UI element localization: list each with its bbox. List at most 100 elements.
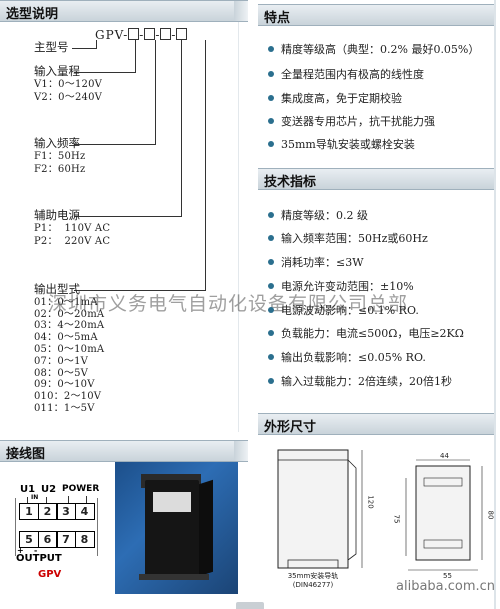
front-view-slot	[423, 477, 463, 487]
device-side	[199, 479, 213, 577]
right-edge	[494, 0, 496, 609]
front-view-slot	[423, 539, 463, 549]
output-type-group: 输出型式 01：0～1mA 02：0～20mA 03：4～20mA 04：0～5…	[34, 282, 105, 415]
input-freq-option: F2：60Hz	[34, 164, 86, 175]
wiring-title: 接线图	[6, 447, 46, 462]
spec-item: 输入过载能力：2倍连续，20倍1秒	[268, 373, 452, 389]
code-box	[144, 28, 156, 40]
wire	[46, 497, 47, 503]
bullet-icon	[268, 283, 274, 289]
main-model-label: 主型号	[34, 40, 69, 54]
leader-range-v	[135, 40, 136, 73]
side-view	[277, 449, 349, 569]
input-range-group: 输入量程 V1：0～120V V2：0～240V	[34, 65, 102, 104]
spec-item: 电源允许变动范围：±10%	[268, 278, 414, 294]
u1-label: U1	[20, 484, 36, 495]
output-option: 01：0～1mA	[34, 296, 98, 308]
bullet-icon	[268, 212, 274, 218]
spec-item: 精度等级：0.2 级	[268, 207, 368, 223]
bullet-icon	[268, 259, 274, 265]
output-option: 05：0～10mA	[34, 343, 105, 355]
spec-item: 输出负载影响：≤0.05% RO.	[268, 349, 426, 365]
box-outline-right	[97, 498, 98, 556]
dimensions-title: 外形尺寸	[264, 420, 317, 435]
model-code: GPV----	[95, 28, 188, 42]
bullet-icon	[268, 307, 274, 313]
bullet-icon	[268, 95, 274, 101]
wire	[86, 496, 87, 503]
output-option: 010：2～10V	[34, 391, 102, 403]
aux-power-option: P2： 220V AC	[34, 236, 111, 247]
input-range-title: 输入量程	[34, 64, 80, 78]
output-option: 03：4～20mA	[34, 320, 105, 332]
input-freq-option: F1：50Hz	[34, 151, 86, 162]
features-header: 特点	[258, 4, 494, 26]
terminal: 4	[74, 503, 95, 520]
terminal: 1	[19, 503, 39, 520]
selection-title: 选型说明	[6, 7, 59, 22]
company-watermark: 深圳市义务电气自动化设备有限公司总部	[48, 293, 409, 315]
device-label	[153, 492, 191, 512]
features-title: 特点	[264, 11, 291, 26]
bullet-icon	[268, 235, 274, 241]
product-photo	[115, 462, 238, 594]
feature-item: 变送器专用芯片，抗干扰能力强	[268, 113, 435, 129]
leader-freq-h	[74, 144, 156, 145]
input-freq-group: 输入频率 F1：50Hz F2：60Hz	[34, 137, 85, 176]
dim-width-bottom: 55	[443, 572, 452, 580]
output-option: 02：0～20mA	[34, 308, 105, 320]
spec-item: 负载能力：电流≤500Ω，电压≥2KΩ	[268, 325, 464, 341]
leader-main-h	[72, 48, 96, 49]
bullet-icon	[268, 330, 274, 336]
spec-item: 输入频率范围：50Hz或60Hz	[268, 230, 428, 246]
terminal: 5	[19, 531, 39, 548]
selection-header: 选型说明	[0, 0, 248, 22]
terminal: 7	[56, 531, 76, 548]
rail-caption: 35mm安装导轨 (DIN46277)	[287, 572, 339, 589]
feature-item: 集成度高，免于定期校验	[268, 90, 402, 106]
leader-freq-v	[155, 40, 156, 145]
bottom-terminals: 5 6 7 8	[19, 531, 95, 548]
output-option: 011：1～5V	[34, 402, 95, 414]
wire	[27, 497, 28, 503]
dimensions-header: 外形尺寸	[258, 413, 494, 435]
dimension-drawing	[277, 449, 483, 571]
device-foot	[139, 574, 209, 580]
rail-clip	[287, 559, 339, 568]
specs-header: 技术指标	[258, 168, 494, 190]
terminal: 2	[37, 503, 58, 520]
terminal: 6	[37, 531, 58, 548]
plus-sign: +	[17, 546, 24, 555]
u2-label: U2	[41, 484, 57, 495]
bullet-icon	[268, 46, 274, 52]
output-type-title: 输出型式	[34, 282, 80, 296]
output-option: 07：0～1V	[34, 355, 89, 367]
code-box	[128, 28, 140, 40]
aux-power-title: 辅助电源	[34, 208, 80, 222]
input-range-option: V1：0～120V	[34, 79, 103, 90]
aux-power-option: P1： 110V AC	[34, 223, 111, 234]
bullet-icon	[268, 378, 274, 384]
bullet-icon	[268, 71, 274, 77]
bottom-tab	[236, 602, 264, 609]
model-prefix: GPV-	[95, 28, 129, 42]
output-option: 08：0～5V	[34, 367, 89, 379]
output-option: 09：0～10V	[34, 379, 95, 391]
dim-width-top: 44	[440, 452, 449, 460]
leader-output-h	[74, 290, 206, 291]
bullet-icon	[268, 118, 274, 124]
power-label: POWER	[62, 484, 100, 494]
left-edge-line	[238, 22, 239, 432]
dim-depth: 75	[392, 514, 401, 524]
header-tail	[234, 441, 248, 461]
header-tail	[234, 1, 248, 21]
input-freq-title: 输入频率	[34, 136, 80, 150]
front-view	[415, 465, 471, 561]
output-label: OUTPUT	[16, 553, 62, 564]
leader-power-v	[181, 40, 182, 217]
specs-title: 技术指标	[264, 175, 317, 190]
wire	[68, 496, 69, 503]
terminal: 8	[74, 531, 95, 548]
minus-sign: -	[34, 546, 38, 555]
leader-range-h	[74, 72, 136, 73]
